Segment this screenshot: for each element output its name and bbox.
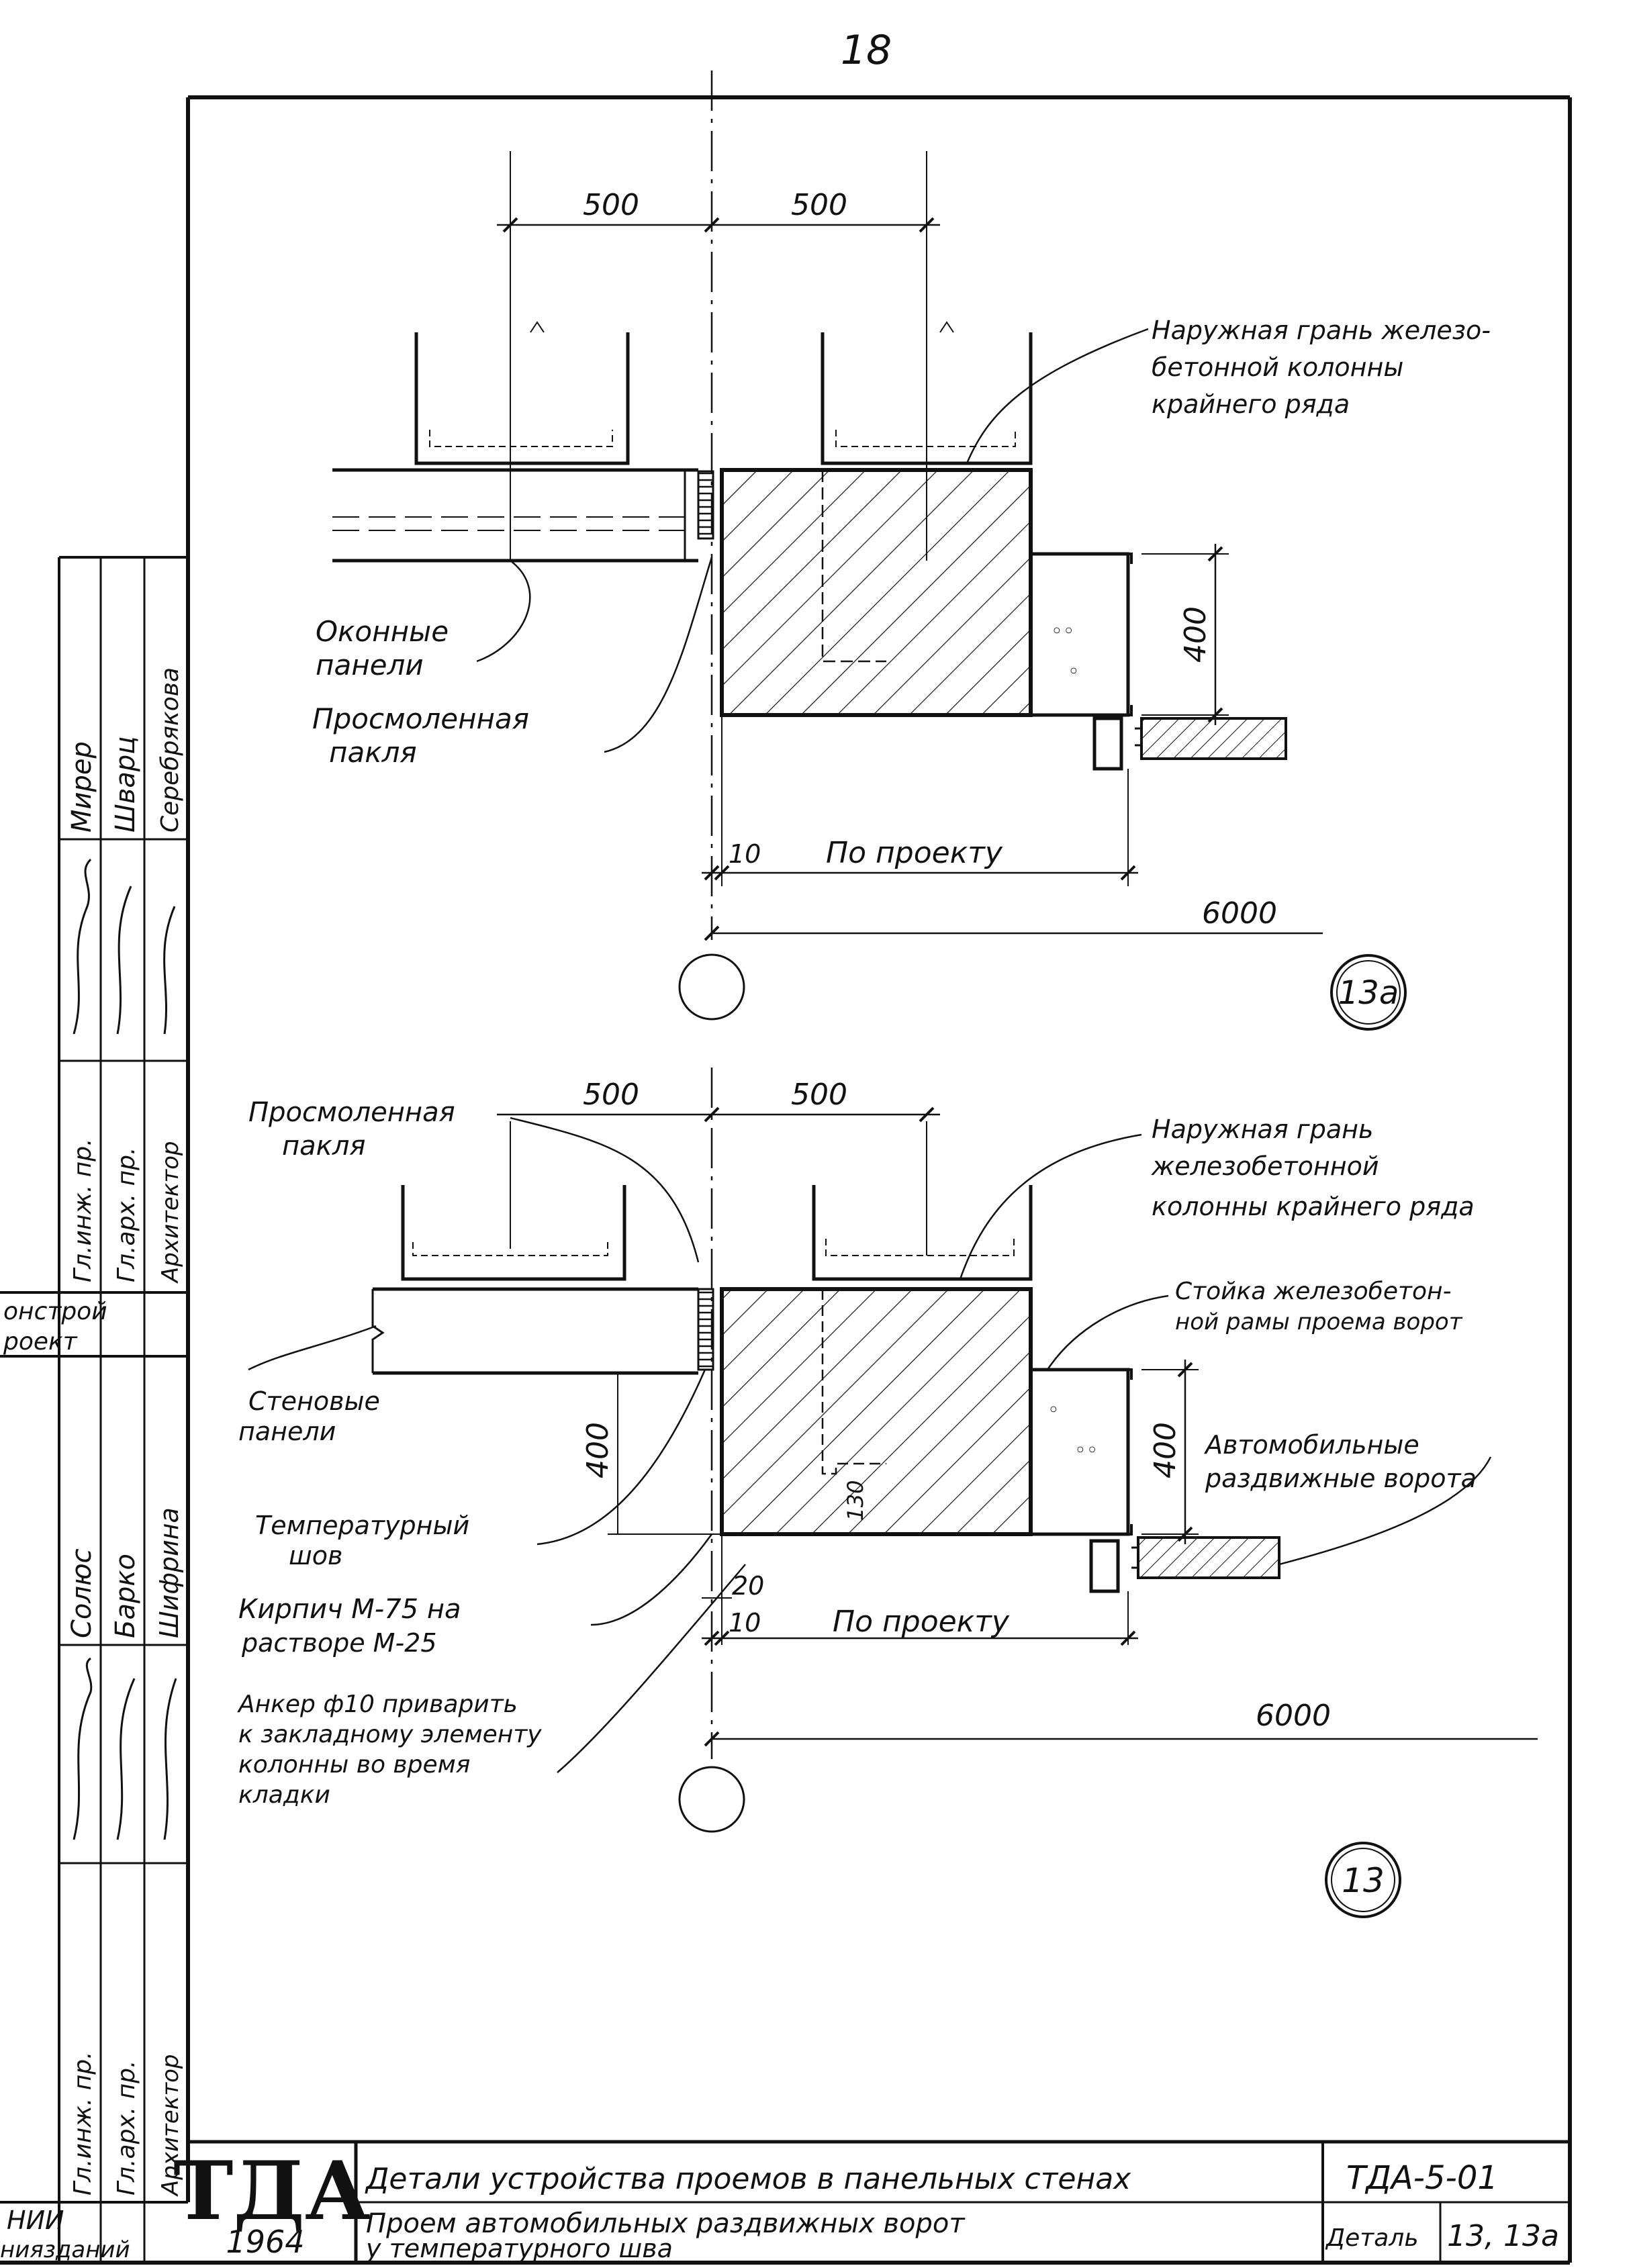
- side-upper-name-2: Шварц: [110, 737, 141, 833]
- title-detail-label: Деталь: [1325, 2224, 1419, 2252]
- side-upper-org-2: роект: [3, 1328, 78, 1356]
- title-detail-number: 13, 13а: [1447, 2219, 1559, 2253]
- side-lower-role-3: Архитектор: [157, 2054, 184, 2197]
- 13-label-facade-1: Наружная грань: [1152, 1115, 1373, 1144]
- title-logo: ТДА: [173, 2144, 371, 2238]
- side-upper-role-1: Гл.инж. пр.: [69, 1138, 97, 1282]
- side-upper-name-3: Серебрякова: [156, 667, 184, 833]
- title-line-2b: у температурного шва: [365, 2234, 673, 2263]
- side-stamp: [0, 556, 188, 2263]
- 13-dim-right: 500: [791, 1078, 847, 1112]
- 13-label-joint-1: Температурный: [255, 1511, 469, 1540]
- 13-label-joint-2: шов: [289, 1541, 342, 1570]
- 13-dim-left: 500: [583, 1078, 639, 1112]
- 13a-label-tow-2: пакля: [329, 736, 417, 769]
- svg-text:◦: ◦: [1068, 660, 1080, 683]
- side-upper-role-2: Гл.арх. пр.: [113, 1147, 140, 1282]
- 13-dim-20: 20: [732, 1571, 764, 1601]
- side-lower-name-2: Барко: [110, 1554, 141, 1638]
- 13-dim-project: По проекту: [833, 1605, 1010, 1639]
- sheet-frame: [0, 95, 1572, 2265]
- 13a-dim-span: 6000: [1202, 896, 1277, 931]
- 13a-label-window-2: панели: [316, 649, 424, 681]
- side-upper-org-1: онстрой: [3, 1298, 107, 1325]
- marker-13a-label: 13a: [1338, 974, 1399, 1012]
- side-upper-name-1: Мирер: [66, 741, 97, 833]
- side-lower-role-2: Гл.арх. пр.: [113, 2061, 140, 2195]
- side-upper-role-3: Архитектор: [157, 1141, 184, 1284]
- side-lower-org-2: ниязданий: [0, 2236, 130, 2263]
- 13a-dim-height: 400: [1178, 606, 1213, 663]
- marker-13a: 13a: [1330, 954, 1407, 1031]
- 13-label-tow-2: пакля: [282, 1131, 365, 1162]
- 13-label-anchor-1: Анкер ф10 приварить: [237, 1691, 518, 1718]
- 13-label-facade-2: железобетонной: [1151, 1151, 1379, 1181]
- side-lower-name-3: Шифрина: [154, 1507, 184, 1638]
- 13a-dim-left: 500: [583, 188, 639, 222]
- 13-label-anchor-2: к закладному элементу: [238, 1721, 542, 1748]
- 13-label-brick-2: растворе М-25: [241, 1628, 437, 1658]
- 13-label-wall-2: панели: [238, 1417, 336, 1446]
- title-year: 1964: [226, 2224, 304, 2260]
- detail-13: ◦ ◦◦: [248, 1068, 1538, 1833]
- svg-text:◦: ◦: [1047, 1399, 1060, 1422]
- title-code: ТДА-5-01: [1346, 2159, 1498, 2197]
- 13a-dim-right: 500: [791, 188, 847, 222]
- 13-dim-height-right: 400: [1148, 1422, 1182, 1478]
- 13-label-gates-2: раздвижные ворота: [1205, 1464, 1477, 1493]
- 13-label-post-2: ной рамы проема ворот: [1175, 1309, 1463, 1335]
- 13a-label-tow-1: Просмоленная: [312, 702, 529, 735]
- 13a-label-facade-3: крайнего ряда: [1152, 389, 1350, 419]
- 13-dim-130: 130: [843, 1480, 868, 1521]
- 13a-dim-project: По проекту: [826, 836, 1003, 870]
- 13a-label-facade-1: Наружная грань железо-: [1152, 316, 1491, 345]
- 13-label-wall-1: Стеновые: [248, 1386, 380, 1416]
- title-line-1: Детали устройства проемов в панельных ст…: [365, 2162, 1131, 2196]
- svg-text:◦◦: ◦◦: [1051, 620, 1074, 643]
- 13-dim-height-left: 400: [581, 1422, 615, 1478]
- svg-text:◦◦: ◦◦: [1074, 1439, 1098, 1462]
- 13-label-facade-3: колонны крайнего ряда: [1152, 1192, 1475, 1221]
- title-line-2a: Проем автомобильных раздвижных ворот: [366, 2208, 966, 2239]
- 13-label-tow-1: Просмоленная: [248, 1097, 455, 1128]
- 13-label-anchor-4: кладки: [238, 1781, 330, 1809]
- title-block: [188, 2140, 1570, 2263]
- 13-label-post-1: Стойка железобетон-: [1175, 1278, 1452, 1305]
- 13-label-brick-1: Кирпич М-75 на: [238, 1594, 461, 1625]
- side-lower-role-1: Гл.инж. пр.: [69, 2051, 97, 2195]
- 13-label-anchor-3: колонны во время: [238, 1751, 470, 1779]
- 13-label-gates-1: Автомобильные: [1203, 1430, 1419, 1460]
- 13a-dim-gap: 10: [729, 839, 761, 869]
- marker-13: 13: [1325, 1842, 1401, 1918]
- 13-dim-span: 6000: [1256, 1699, 1331, 1733]
- page-number: 18: [841, 27, 892, 74]
- 13a-label-facade-2: бетонной колонны: [1152, 352, 1403, 382]
- side-lower-name-1: Солюс: [66, 1548, 97, 1638]
- side-lower-org-1: НИИ: [7, 2206, 64, 2235]
- detail-13a: ◦◦ ◦: [332, 70, 1323, 1021]
- 13a-label-window-1: Оконные: [316, 615, 449, 648]
- 13-dim-gap: 10: [729, 1608, 761, 1638]
- marker-13-label: 13: [1342, 1861, 1385, 1900]
